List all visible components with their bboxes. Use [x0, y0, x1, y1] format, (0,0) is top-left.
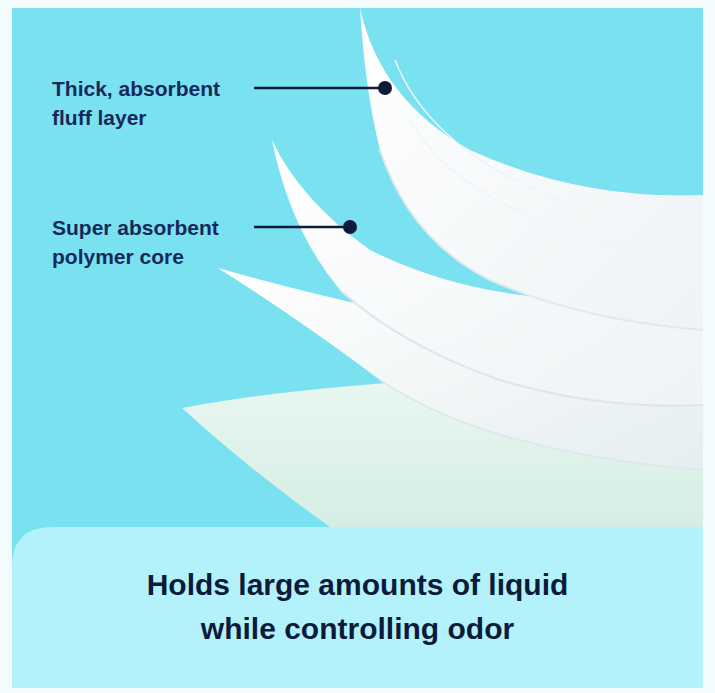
fluff-layer-sheet	[360, 8, 703, 330]
callout-label: Thick, absorbent fluff layer	[52, 74, 252, 132]
callout-label: Super absorbent polymer core	[52, 213, 252, 271]
background	[12, 8, 703, 688]
caption-area: Holds large amounts of liquid while cont…	[12, 527, 703, 687]
leader-line	[254, 87, 385, 90]
caption-panel	[12, 527, 703, 688]
sheet-edge	[380, 150, 703, 330]
leader-line	[254, 226, 350, 229]
caption-text: Holds large amounts of liquid while cont…	[118, 563, 598, 651]
sheet-texture	[395, 60, 640, 250]
leader-dot	[343, 220, 357, 234]
leader-dot	[378, 81, 392, 95]
